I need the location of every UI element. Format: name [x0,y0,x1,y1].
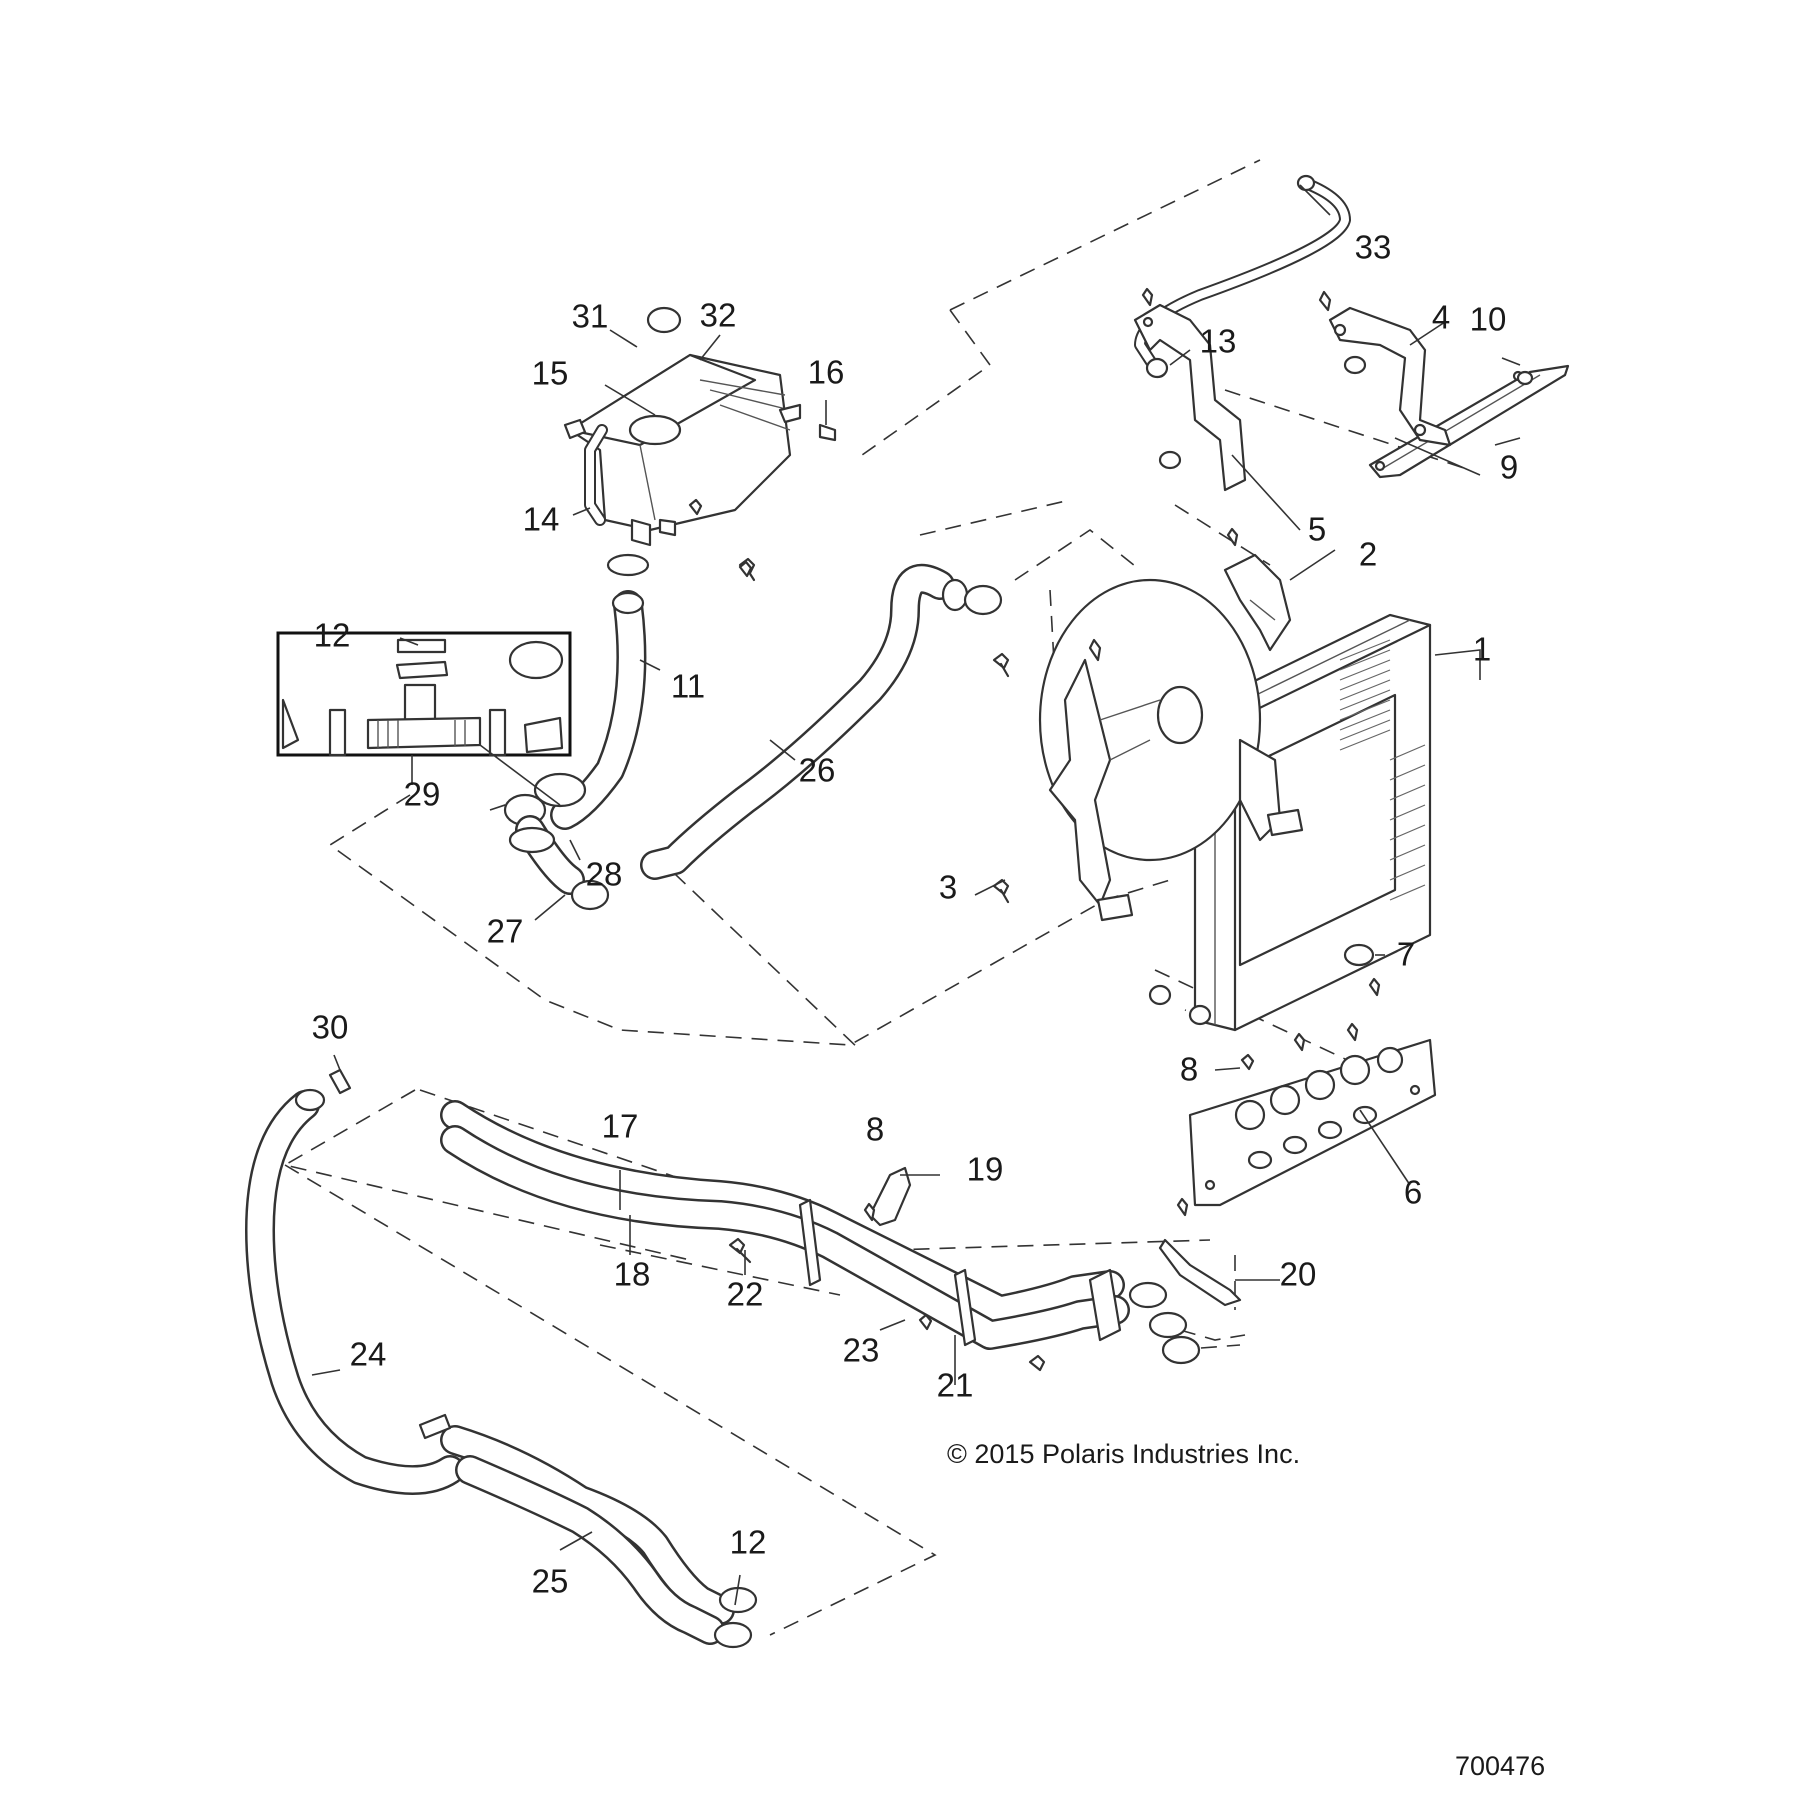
part-27-elbow-hose [508,815,610,911]
callout-19: 19 [967,1151,1004,1188]
detail-inset-box [276,631,572,806]
part-9-mount-plate [1368,364,1570,479]
callout-31: 31 [572,298,609,335]
part-10-nut [1516,370,1534,386]
callout-6: 6 [1404,1174,1422,1211]
callout-17: 17 [602,1108,639,1145]
callout-20: 20 [1280,1256,1317,1293]
callout-12-lower: 12 [730,1524,767,1561]
callout-21: 21 [937,1367,974,1404]
callout-25: 25 [532,1563,569,1600]
callout-leaders [311,184,1521,1606]
callout-8-lower: 8 [1180,1051,1198,1088]
part-4-bracket [1318,290,1452,447]
part-11-hose [550,553,650,830]
callout-18: 18 [614,1256,651,1293]
callout-26: 26 [799,752,836,789]
callout-23: 23 [843,1332,880,1369]
callout-8-upper: 8 [866,1111,884,1148]
part-2-fan-shroud [1038,553,1304,922]
callout-9: 9 [1500,449,1518,486]
callout-27: 27 [487,913,524,950]
callout-33: 33 [1355,229,1392,266]
part-26-radiator-hose [640,563,1003,880]
part-14-hose [584,424,608,526]
part-22-23-screws [728,1237,1046,1372]
part-19-bracket [863,1166,912,1227]
callout-14: 14 [523,501,560,538]
part-13-grommet [1145,357,1169,379]
part-8-bolts [1176,977,1381,1217]
drawing-number: 700476 [1455,1751,1545,1781]
callout-28: 28 [586,856,623,893]
callout-30: 30 [312,1009,349,1046]
callout-2: 2 [1359,536,1377,573]
callout-15: 15 [532,355,569,392]
part-6-skid-plate [1188,1038,1437,1207]
part-5-bracket [1133,287,1247,547]
callout-labels: 1 2 3 4 5 6 7 8 8 9 10 11 12 12 13 14 15… [312,229,1519,1600]
part-7-grommet [1188,943,1375,1026]
callout-22: 22 [727,1276,764,1313]
part-25-y-hose [418,1413,758,1649]
part-30-bleed-screw [328,1068,352,1095]
callout-1: 1 [1473,631,1491,668]
part-20-bracket [1158,1238,1242,1307]
callout-5: 5 [1308,511,1326,548]
callout-7: 7 [1397,936,1415,973]
part-3-screws [738,557,1010,904]
part-24-hose [245,1088,465,1495]
copyright-notice: © 2015 Polaris Industries Inc. [947,1439,1300,1469]
callout-13: 13 [1200,323,1237,360]
callout-12-inset: 12 [314,617,351,654]
callout-29: 29 [404,776,441,813]
callout-11: 11 [671,668,705,705]
callout-10: 10 [1470,301,1507,338]
callout-16: 16 [808,354,845,391]
callout-32: 32 [700,297,737,334]
callout-3: 3 [939,869,957,906]
callout-4: 4 [1432,299,1450,336]
part-32-coolant-reservoir [563,306,837,578]
part-17-18-coolant-tubes [440,1100,1201,1365]
callout-24: 24 [350,1336,387,1373]
